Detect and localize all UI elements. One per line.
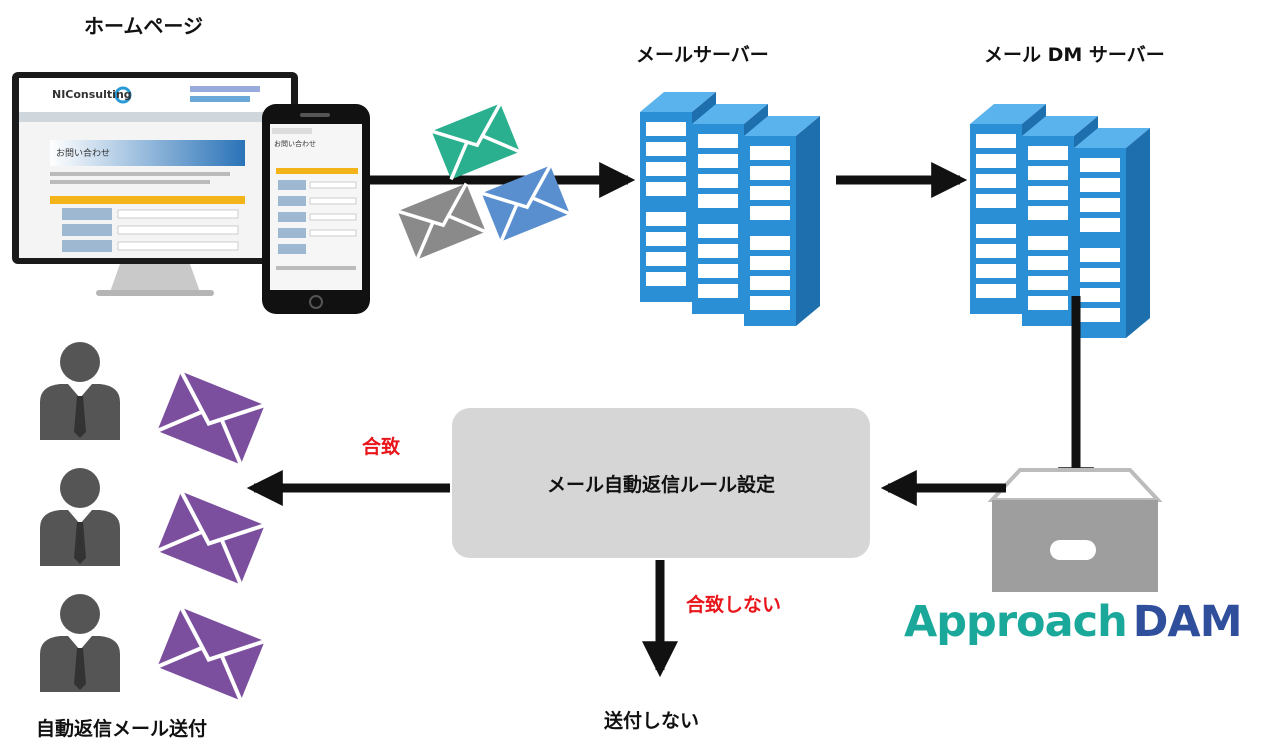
recipient-person-icon — [40, 594, 120, 692]
envelope-purple-icon — [155, 369, 267, 467]
mail-server-label: メールサーバー — [636, 44, 769, 66]
logo-dam: DAM — [1132, 597, 1243, 647]
phone-page-heading: お問い合わせ — [274, 140, 316, 148]
auto-reply-rule-box: メール自動返信ルール設定 — [452, 408, 870, 558]
envelope-gray-icon — [397, 182, 487, 261]
no-match-label: 合致しない — [686, 594, 782, 616]
mail-dm-server-label: メール DM サーバー — [984, 44, 1165, 66]
not-sent-label: 送付しない — [604, 710, 700, 732]
mail-server-icon — [640, 92, 820, 326]
envelope-purple-icon — [155, 489, 267, 587]
envelope-blue-icon — [481, 164, 571, 243]
dm-server-icon — [970, 104, 1150, 338]
match-label: 合致 — [362, 436, 401, 458]
recipient-person-icon — [40, 468, 120, 566]
monitor-brand: NIConsulting — [52, 88, 132, 101]
envelope-purple-icon — [155, 605, 267, 703]
monitor-page-heading: お問い合わせ — [56, 149, 111, 159]
recipient-person-icon — [40, 342, 120, 440]
homepage-label: ホームページ — [84, 14, 203, 38]
auto-reply-sent-label: 自動返信メール送付 — [36, 718, 208, 740]
monitor-illustration — [12, 72, 298, 296]
phone-illustration — [262, 104, 370, 314]
envelope-green-icon — [431, 102, 521, 181]
rule-setting-label: メール自動返信ルール設定 — [546, 473, 775, 496]
logo-approach: Approach — [904, 597, 1128, 647]
inbox-box-icon — [987, 468, 1163, 592]
